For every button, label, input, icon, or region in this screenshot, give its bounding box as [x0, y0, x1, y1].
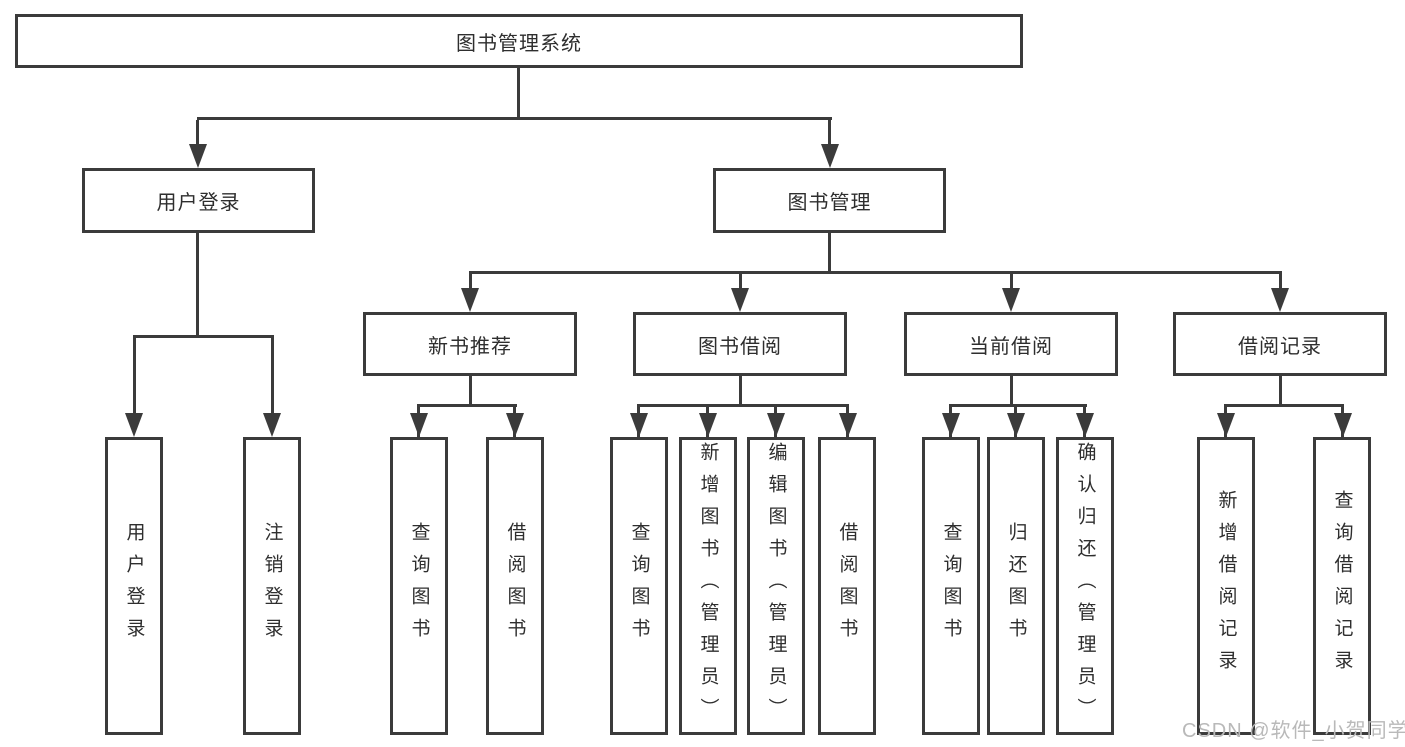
arrow-down-icon — [263, 413, 281, 437]
node-current-borrow: 当前借阅 — [904, 312, 1118, 376]
arrow-down-icon — [410, 413, 428, 437]
arrow-down-icon — [1002, 288, 1020, 312]
leaf-confirm-return-admin: 确认归还（管理员） — [1056, 437, 1114, 735]
leaf-query-book-2: 查询图书 — [610, 437, 668, 735]
arrow-down-icon — [189, 144, 207, 168]
node-user-login: 用户登录 — [82, 168, 315, 233]
connector-line — [828, 233, 831, 272]
node-new-book-recommend: 新书推荐 — [363, 312, 577, 376]
connector-line — [197, 117, 832, 120]
connector-line — [637, 404, 849, 407]
connector-line — [517, 68, 520, 118]
leaf-query-book-3: 查询图书 — [922, 437, 980, 735]
arrow-down-icon — [461, 288, 479, 312]
arrow-down-icon — [1076, 413, 1094, 437]
connector-line — [133, 338, 136, 416]
node-borrow-record: 借阅记录 — [1173, 312, 1387, 376]
csdn-watermark: CSDN @软件_小贺同学 — [1182, 720, 1405, 742]
connector-line — [1010, 274, 1013, 290]
leaf-add-book-admin: 新增图书（管理员） — [679, 437, 737, 735]
arrow-down-icon — [506, 413, 524, 437]
leaf-query-borrow-record: 查询借阅记录 — [1313, 437, 1371, 735]
connector-line — [828, 120, 831, 148]
connector-line — [949, 404, 1087, 407]
arrow-down-icon — [1334, 413, 1352, 437]
connector-line — [271, 338, 274, 416]
connector-line — [1279, 376, 1282, 407]
arrow-down-icon — [1217, 413, 1235, 437]
connector-line — [133, 335, 274, 338]
connector-line — [196, 233, 199, 336]
connector-line — [469, 274, 472, 290]
leaf-logout: 注销登录 — [243, 437, 301, 735]
arrow-down-icon — [821, 144, 839, 168]
node-book-borrow: 图书借阅 — [633, 312, 847, 376]
node-root: 图书管理系统 — [15, 14, 1023, 68]
arrow-down-icon — [731, 288, 749, 312]
connector-line — [739, 274, 742, 290]
leaf-return-book: 归还图书 — [987, 437, 1045, 735]
arrow-down-icon — [699, 413, 717, 437]
arrow-down-icon — [942, 413, 960, 437]
node-book-management: 图书管理 — [713, 168, 946, 233]
connector-line — [469, 271, 1282, 274]
connector-line — [739, 376, 742, 407]
leaf-query-book-1: 查询图书 — [390, 437, 448, 735]
connector-line — [1224, 404, 1344, 407]
connector-line — [417, 404, 517, 407]
arrow-down-icon — [630, 413, 648, 437]
leaf-edit-book-admin: 编辑图书（管理员） — [747, 437, 805, 735]
leaf-borrow-book-1: 借阅图书 — [486, 437, 544, 735]
connector-line — [196, 120, 199, 148]
connector-line — [1279, 274, 1282, 290]
leaf-add-borrow-record: 新增借阅记录 — [1197, 437, 1255, 735]
connector-line — [469, 376, 472, 407]
arrow-down-icon — [839, 413, 857, 437]
arrow-down-icon — [125, 413, 143, 437]
leaf-borrow-book-2: 借阅图书 — [818, 437, 876, 735]
arrow-down-icon — [767, 413, 785, 437]
leaf-user-login: 用户登录 — [105, 437, 163, 735]
arrow-down-icon — [1007, 413, 1025, 437]
connector-line — [1010, 376, 1013, 407]
arrow-down-icon — [1271, 288, 1289, 312]
